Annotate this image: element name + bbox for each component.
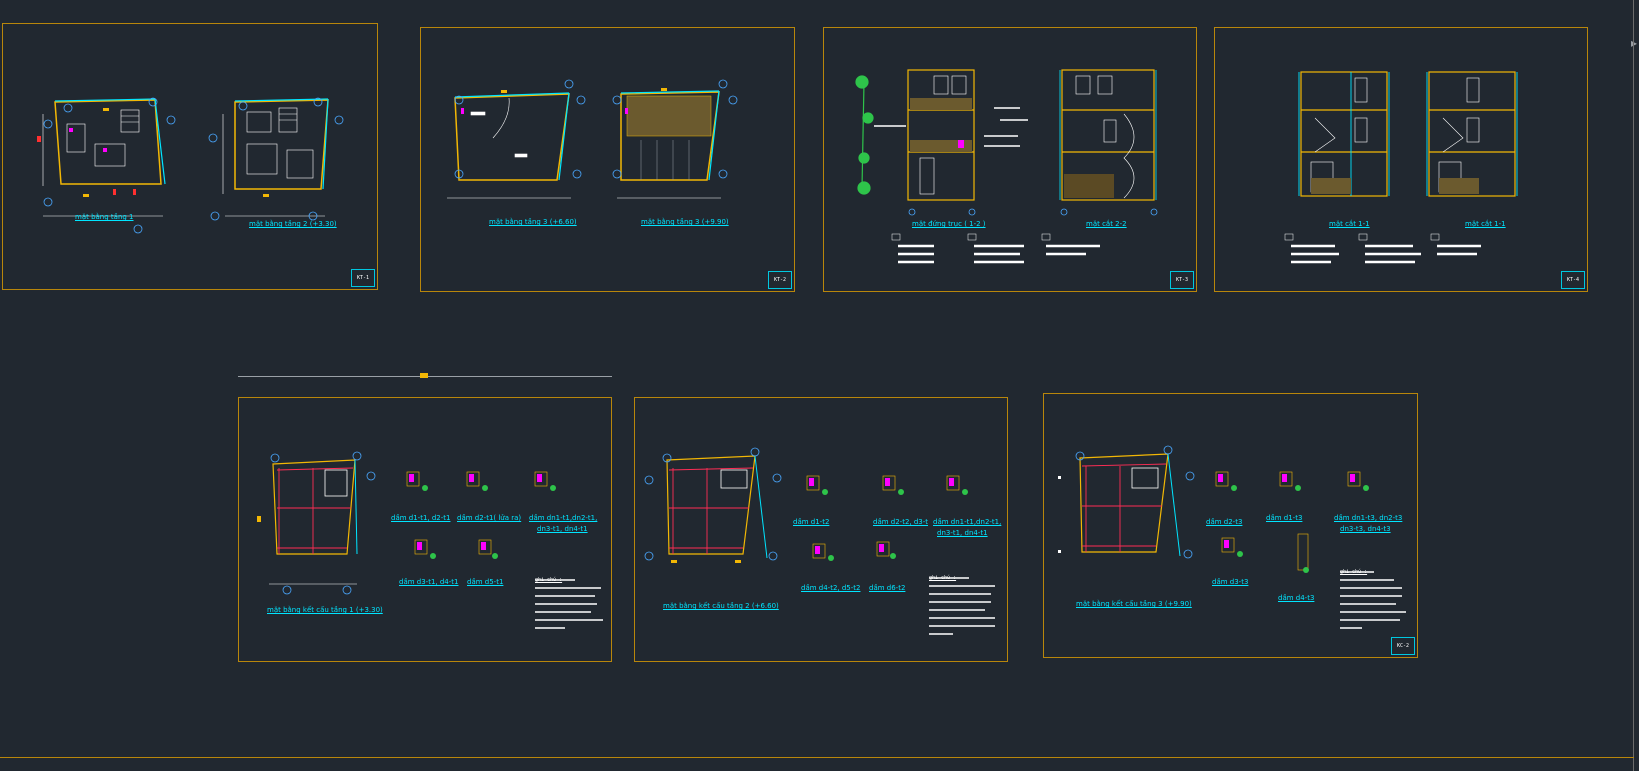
beam-caption: dầm d2-t3 [1206,518,1243,526]
beam-caption: dầm dn1-t1,dn2-t1, [933,518,1002,526]
drawing-frame-bottom-edge [0,757,1634,758]
beam-caption: dn3-t3, dn4-t3 [1340,525,1391,533]
plan-caption-floor2: mặt bằng tầng 2 (+3.30) [249,220,337,228]
beam-caption: dầm d3-t3 [1212,578,1249,586]
beam-caption: dầm d1-t3 [1266,514,1303,522]
plan-caption-floor3: mặt bằng tầng 3 (+6.60) [489,218,577,226]
beam-caption: dầm d4-t2, d5-t2 [801,584,861,592]
drawing-sheet-kc2[interactable]: mặt bằng kết cấu tầng 3 (+9.90) dầm d2-t… [1043,393,1418,658]
elevation-caption: mặt đứng trục ( 1-2 ) [912,220,986,228]
beam-caption: dn3-t1, dn4-t1 [537,525,588,533]
beam-caption: dầm d1-t1, d2-t1 [391,514,451,522]
plan-caption-roof: mặt bằng tầng 3 (+9.90) [641,218,729,226]
notes-block: ghi chú : [1340,568,1406,629]
notes-lines [535,579,603,629]
structure-plan-caption: mặt bằng kết cấu tầng 2 (+6.60) [663,602,779,610]
beam-caption: dầm d2-t2, d3-t [873,518,929,526]
dimension-line [238,373,612,387]
drawing-sheet-kt1[interactable]: mặt bằng tầng 1 mặt bằng tầng 2 (+3.30) … [2,23,378,290]
notes-lines [1340,571,1406,629]
sheet-code-badge: KT-1 [351,269,375,287]
beam-caption: dầm d5-t1 [467,578,504,586]
drawing-sheet-structure-floor1[interactable]: mặt bằng kết cấu tầng 1 (+3.30) dầm d1-t… [238,397,612,662]
beam-caption: dầm d2-t1( lửa ra) [457,514,522,522]
section-caption-1-1-b: mặt cắt 1-1 [1465,220,1506,228]
sheet-code-badge: KT-4 [1561,271,1585,289]
drawing-sheet-kt2[interactable]: mặt bằng tầng 3 (+6.60) mặt bằng tầng 3 … [420,27,795,292]
beam-caption: dầm d1-t2 [793,518,830,526]
drawing-frame-right-edge [1633,0,1639,771]
drawing-sheet-kt4[interactable]: mặt cắt 1-1 mặt cắt 1-1 KT-4 [1214,27,1588,292]
beam-caption: dn3-t1, dn4-t1 [937,529,988,537]
drawing-sheet-kt3[interactable]: mặt đứng trục ( 1-2 ) mặt cắt 2-2 KT-3 [823,27,1197,292]
sheet-code-badge: KT-3 [1170,271,1194,289]
beam-caption: dầm dn1-t3, dn2-t3 [1334,514,1403,522]
beam-caption: dầm d3-t1, d4-t1 [399,578,459,586]
scroll-indicator-icon: ▸ [1631,36,1638,50]
section-caption-2-2: mặt cắt 2-2 [1086,220,1127,228]
sheet-code-badge: KC-2 [1391,637,1415,655]
plan-caption-floor1: mặt bằng tầng 1 [75,213,134,221]
notes-block: ghi chú : [535,576,603,629]
notes-block: ghi chú : [929,574,995,635]
beam-caption: dầm d6-t2 [869,584,906,592]
sheet-code-badge: KT-2 [768,271,792,289]
drawing-sheet-structure-floor2[interactable]: mặt bằng kết cấu tầng 2 (+6.60) dầm d1-t… [634,397,1008,662]
beam-caption: dầm dn1-t1,dn2-t1, [529,514,598,522]
notes-lines [929,577,995,635]
beam-caption: dầm d4-t3 [1278,594,1315,602]
section-caption-1-1-a: mặt cắt 1-1 [1329,220,1370,228]
structure-plan-caption: mặt bằng kết cấu tầng 3 (+9.90) [1076,600,1192,608]
structure-plan-caption: mặt bằng kết cấu tầng 1 (+3.30) [267,606,383,614]
